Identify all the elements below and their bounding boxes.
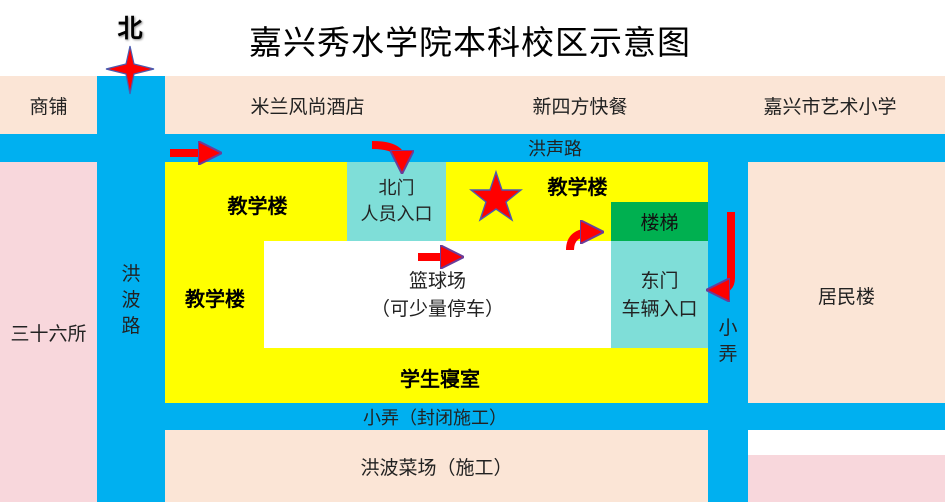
north-gate-arrow-icon xyxy=(371,141,402,162)
east-gate-line2: 车辆入口 xyxy=(621,297,698,320)
fastfood-label: 新四方快餐 xyxy=(532,95,628,118)
teaching-building-top-left: 教学楼 xyxy=(227,193,288,218)
sanshiliu-block: 三十六所 xyxy=(0,162,97,502)
east-gate-arrow-icon xyxy=(718,212,735,290)
south-alley-label: 小弄（封闭施工） xyxy=(363,407,507,429)
hongsheng-road-label: 洪声路 xyxy=(528,139,582,160)
court-line1: 篮球场 xyxy=(408,269,466,292)
hongbo-char-3: 路 xyxy=(121,315,141,337)
campus-star-icon xyxy=(469,169,523,222)
alley-char-1: 小 xyxy=(718,317,738,339)
north-label: 北 xyxy=(117,14,143,43)
residential-block: 居民楼 xyxy=(748,162,945,429)
north-gate-line1: 北门 xyxy=(378,177,415,199)
hongbo-road xyxy=(97,76,165,502)
north-gate-line2: 人员入口 xyxy=(360,203,433,225)
hongbo-road-label: 洪 波 路 xyxy=(97,255,165,345)
shop-label: 商铺 xyxy=(29,95,68,118)
teaching-building-left: 教学楼 xyxy=(185,286,245,311)
east-alley-label: 小 弄 xyxy=(708,313,748,369)
right-bottom-block xyxy=(748,455,945,502)
stairs-arrow-icon xyxy=(566,232,592,251)
east-alley xyxy=(708,134,748,502)
hongbo-char-1: 洪 xyxy=(121,263,141,285)
map-title: 嘉兴秀水学院本科校区示意图 xyxy=(249,23,691,62)
court-line2: （可少量停车） xyxy=(370,297,504,320)
north-gate: 北门 人员入口 xyxy=(347,162,446,241)
east-gate-line1: 东门 xyxy=(640,269,679,292)
hongbo-char-2: 波 xyxy=(121,289,141,311)
market-block: 洪波菜场（施工） xyxy=(165,430,708,502)
east-gate: 东门 车辆入口 xyxy=(611,241,708,348)
stairs: 楼梯 xyxy=(611,202,708,241)
dorm: 学生寝室 xyxy=(400,366,480,391)
south-alley xyxy=(97,403,945,430)
teaching-building-top-right: 教学楼 xyxy=(547,174,608,199)
alley-char-2: 弄 xyxy=(718,343,738,365)
compass-star-icon xyxy=(105,45,155,95)
art-school-label: 嘉兴市艺术小学 xyxy=(763,95,897,118)
hotel-label: 米兰风尚酒店 xyxy=(250,95,365,118)
